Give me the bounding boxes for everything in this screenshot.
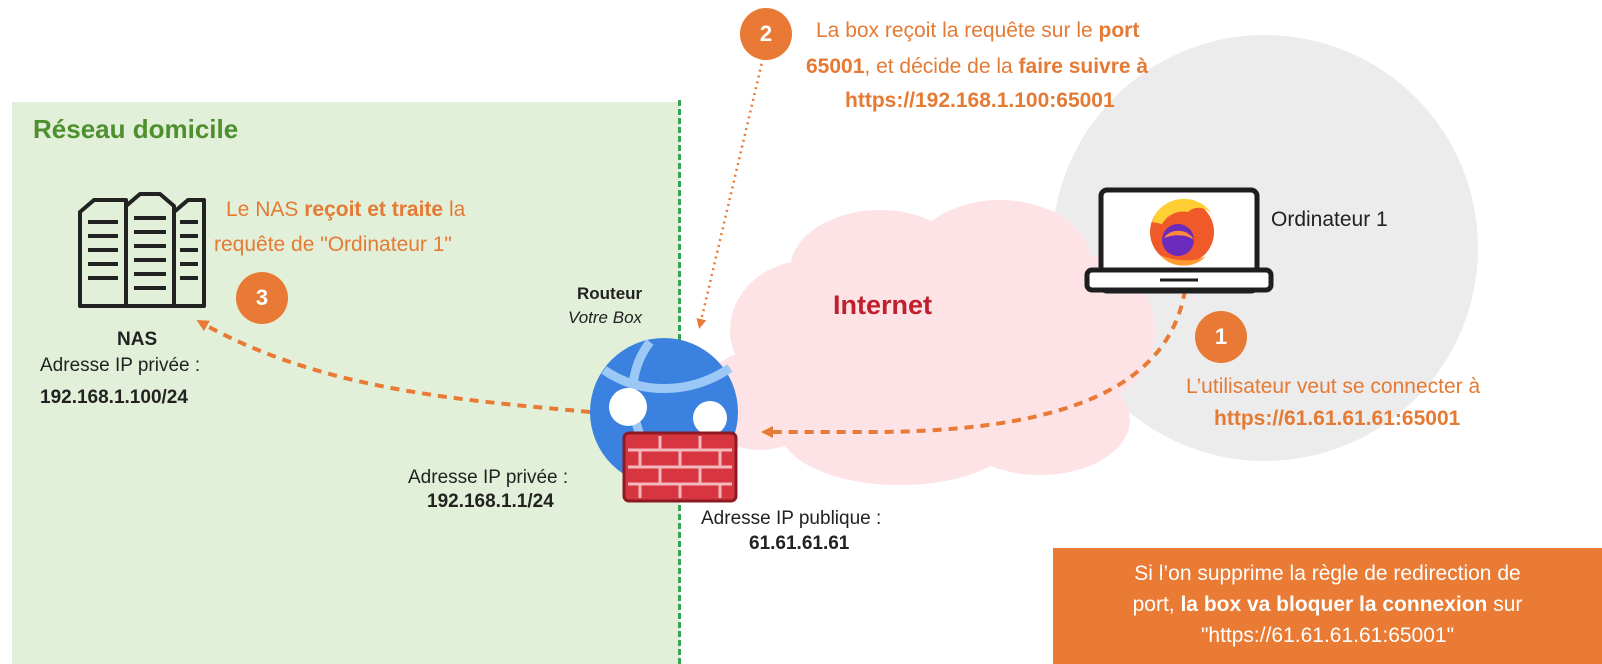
step-3-text-line1-part1: Le NAS (226, 198, 305, 221)
step-1-badge: 1 (1195, 311, 1247, 363)
step-2-text-line1: La box reçoit la requête sur le port (816, 16, 1139, 46)
arrow-box-forward (696, 57, 765, 329)
internet-label: Internet (833, 290, 933, 320)
firefox-icon (1150, 198, 1214, 266)
warning-note-line3: "https://61.61.61.61:65001" (1200, 624, 1455, 647)
router-private-ip-label: Adresse IP privée : (408, 467, 569, 488)
warning-note: Si l’on supprime la règle de redirection… (1053, 548, 1602, 664)
home-network-zone (12, 102, 680, 664)
step-3-text-line1-part3: la (443, 198, 466, 221)
warning-note-line1: Si l’on supprime la règle de redirection… (1134, 562, 1521, 585)
internet-cloud (700, 200, 1155, 485)
warning-note-line2: port, la box va bloquer la connexion sur (1053, 589, 1602, 620)
step-1-text-line1: L’utilisateur veut se connecter à (1186, 375, 1481, 398)
router-title: Routeur (577, 284, 643, 303)
nas-ip-label: Adresse IP privée : (40, 355, 201, 376)
computer-background-circle (1052, 35, 1478, 461)
router-public-ip-label: Adresse IP publique : (701, 508, 882, 529)
step-3-text-line2: requête de "Ordinateur 1" (214, 233, 452, 256)
router-public-ip-value: 61.61.61.61 (749, 533, 850, 554)
step-2-text-line2-part2: , et décide de la (864, 55, 1019, 78)
step-3-text-line1: Le NAS reçoit et traite la (226, 195, 465, 225)
nas-name: NAS (117, 329, 158, 350)
step-2-text-line1-part1: La box reçoit la requête sur le (816, 19, 1099, 42)
arrow-router-to-nas (196, 320, 591, 414)
brick-wall-icon (622, 431, 738, 503)
step-2-badge: 2 (740, 8, 792, 60)
server-rack-icon (78, 192, 206, 308)
nas-ip-value: 192.168.1.100/24 (40, 387, 188, 408)
warning-note-line2-part2: la box va bloquer la connexion (1180, 593, 1488, 616)
router-subtitle: Votre Box (568, 308, 643, 327)
warning-note-line2-part3: sur (1487, 593, 1523, 616)
warning-note-line2-part1: port, (1132, 593, 1181, 616)
step-2-text-line2-part1: 65001 (806, 55, 865, 78)
step-2-text-line2-part3: faire suivre à (1018, 55, 1149, 78)
step-3-text-line1-part2: reçoit et traite (304, 198, 444, 221)
router-private-ip-value: 192.168.1.1/24 (427, 491, 554, 512)
step-1-text-line2: https://61.61.61.61:65001 (1214, 407, 1461, 430)
arrow-computer-to-router (761, 289, 1187, 438)
computer-name: Ordinateur 1 (1271, 208, 1388, 231)
step-2-text-line2: 65001, et décide de la faire suivre à (806, 52, 1148, 82)
step-2-text-line1-part2: port (1098, 19, 1140, 42)
step-2-text-line3: https://192.168.1.100:65001 (845, 89, 1115, 112)
home-network-title: Réseau domicile (33, 114, 239, 144)
step-3-badge: 3 (236, 272, 288, 324)
